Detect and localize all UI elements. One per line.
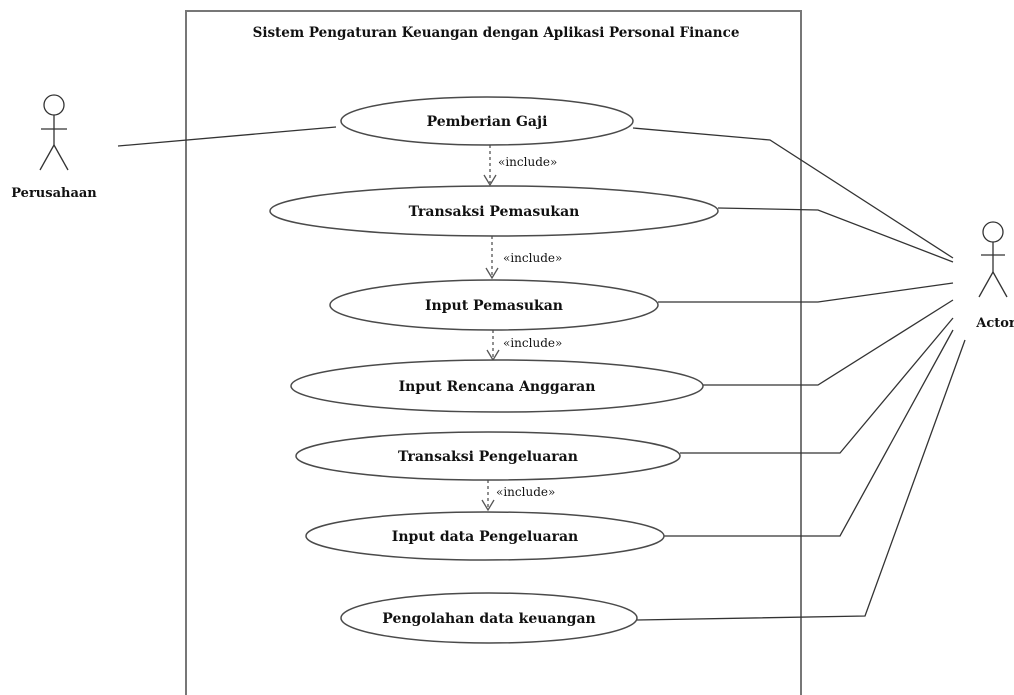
use-case-input-rencana-anggaran[interactable]: Input Rencana Anggaran (290, 359, 704, 413)
associations (117, 126, 966, 621)
use-case-label: Input Pemasukan (425, 298, 563, 314)
association-actor-pemberian-gaji (632, 127, 954, 259)
actor-perusahaan[interactable]: Perusahaan (11, 94, 97, 201)
include-label: «include» (503, 336, 562, 350)
actor-stick-figure-icon (39, 94, 69, 171)
actor-label-actor: Actor (975, 316, 1014, 331)
use-case-transaksi-pengeluaran[interactable]: Transaksi Pengeluaran (295, 431, 681, 481)
actor-stick-figure-icon (978, 221, 1008, 298)
use-case-pemberian-gaji[interactable]: Pemberian Gaji (340, 96, 634, 146)
include-label: «include» (503, 251, 562, 265)
association-perusahaan-pemberian-gaji (117, 126, 337, 147)
include-relation: «include» (483, 145, 557, 187)
association-actor-input-data-pengeluaran (664, 329, 954, 537)
use-case-label: Transaksi Pemasukan (409, 204, 580, 220)
include-label: «include» (498, 155, 557, 169)
use-case-input-data-pengeluaran[interactable]: Input data Pengeluaran (305, 511, 665, 561)
use-case-pengolahan-data-keuangan[interactable]: Pengolahan data keuangan (340, 592, 638, 644)
use-case-label: Input data Pengeluaran (392, 529, 578, 545)
use-case-label: Input Rencana Anggaran (399, 379, 596, 395)
use-case-input-pemasukan[interactable]: Input Pemasukan (329, 279, 659, 331)
association-actor-transaksi-pemasukan (717, 207, 954, 263)
system-title: Sistem Pengaturan Keuangan dengan Aplika… (253, 25, 740, 41)
include-relation: «include» (485, 236, 562, 280)
use-case-label: Transaksi Pengeluaran (398, 449, 578, 465)
include-label: «include» (496, 485, 555, 499)
association-actor-input-pemasukan (658, 282, 954, 303)
association-actor-transaksi-pengeluaran (680, 317, 954, 454)
actor-actor[interactable]: Actor (975, 221, 1014, 331)
include-relations: «include» «include» «include» «include» (481, 145, 562, 512)
association-actor-pengolahan-data-keuangan (636, 339, 966, 621)
use-case-label: Pengolahan data keuangan (382, 611, 595, 627)
include-relation: «include» (481, 480, 555, 512)
use-case-label: Pemberian Gaji (427, 114, 548, 130)
actor-label-perusahaan: Perusahaan (11, 186, 97, 201)
use-case-transaksi-pemasukan[interactable]: Transaksi Pemasukan (269, 185, 719, 237)
association-actor-input-rencana-anggaran (703, 299, 954, 386)
